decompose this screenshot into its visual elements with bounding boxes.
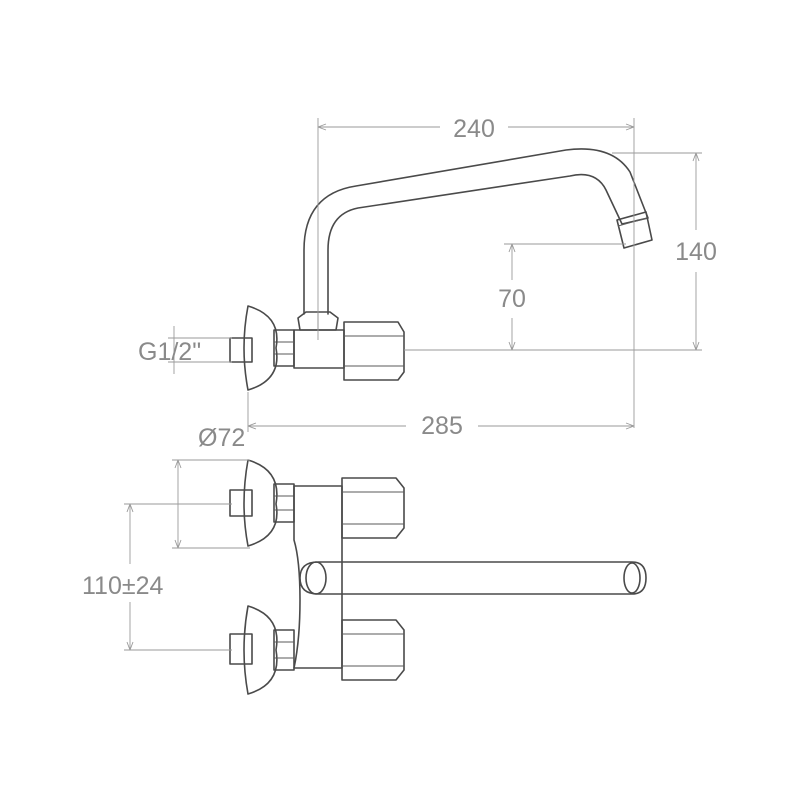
lower-nut — [273, 629, 295, 671]
inlet-thread — [229, 337, 253, 363]
handle-cap — [343, 321, 405, 381]
dimension-label-spout-height: 140 — [675, 238, 717, 266]
lower-inlet — [229, 633, 253, 665]
lower-rosette — [243, 605, 278, 695]
upper-handle — [341, 477, 405, 539]
dimension-label-center-distance: 110±24 — [82, 572, 163, 600]
upper-inlet — [229, 489, 253, 517]
dimension-label-total-length: 285 — [421, 412, 463, 440]
spout-tube — [303, 148, 649, 315]
wall-rosette — [243, 305, 278, 391]
mixer-body — [293, 485, 343, 669]
side-view — [229, 148, 653, 391]
dimension-label-spout-reach: 240 — [453, 115, 495, 143]
dimension-label-outlet-height: 70 — [498, 285, 526, 313]
lower-handle — [341, 619, 405, 681]
front-view — [229, 459, 647, 695]
aerator-tip — [616, 211, 653, 249]
upper-rosette — [243, 459, 278, 547]
dimension-label-connection-thread: G1/2" — [138, 338, 201, 366]
valve-body — [293, 329, 345, 369]
dimension-label-flange-diameter: Ø72 — [198, 424, 245, 452]
spout-arm — [299, 561, 647, 595]
dimension-lines — [124, 118, 702, 651]
